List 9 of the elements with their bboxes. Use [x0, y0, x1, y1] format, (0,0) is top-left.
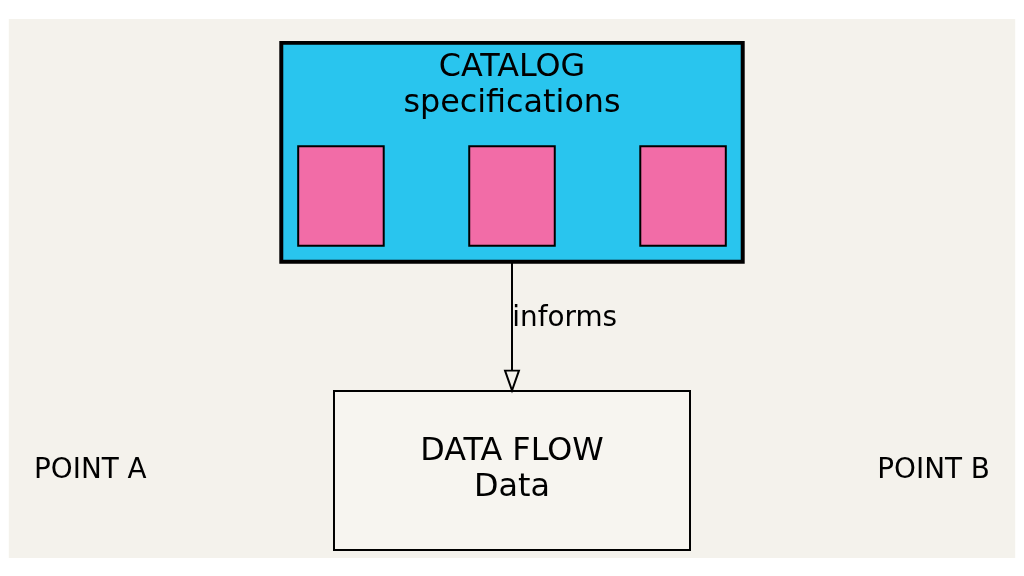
- arrow: [503, 260, 521, 394]
- label: POINT B: [877, 451, 990, 485]
- label: POINT A: [34, 451, 147, 485]
- cluster: CATALOG specifications: [279, 40, 745, 264]
- node-box: [297, 144, 385, 247]
- node-box: DATA FLOW Data: [333, 389, 691, 551]
- edge-label: informs: [512, 299, 618, 333]
- node-box: [639, 144, 727, 247]
- node-box: [468, 144, 556, 247]
